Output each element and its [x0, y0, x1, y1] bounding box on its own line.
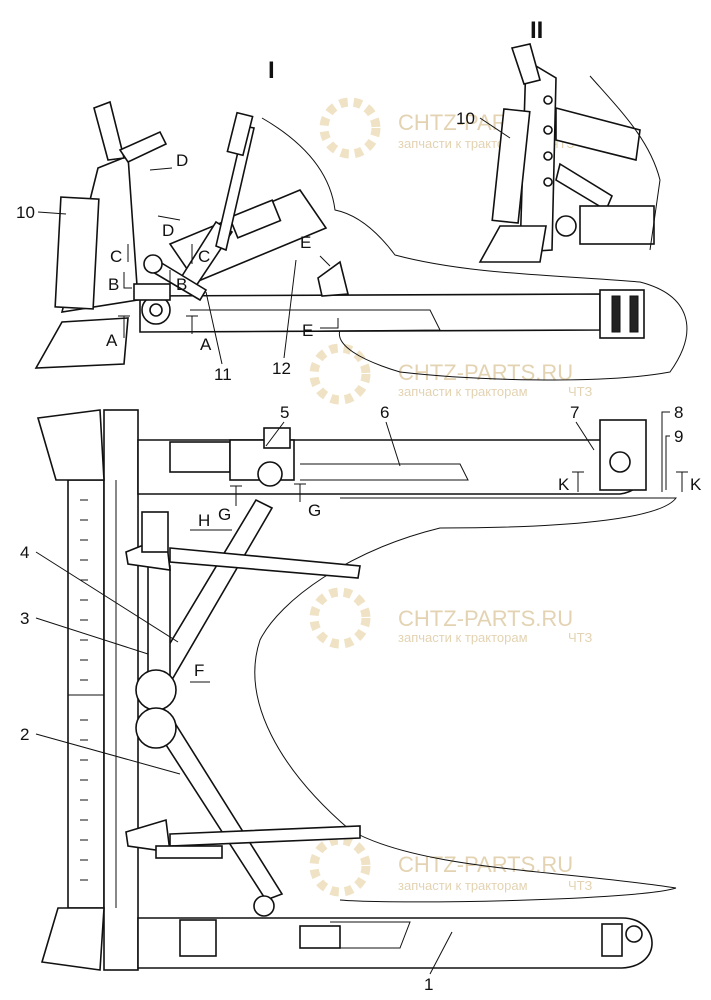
watermark-line2: запчасти к тракторам	[398, 630, 528, 645]
side-view-II	[478, 43, 661, 263]
section-mark-G-left: G	[218, 505, 231, 524]
watermark-4: CHTZ-PARTS.RU запчасти к тракторам ЧТЗ	[309, 835, 592, 897]
section-mark-E-bottom: E	[302, 321, 313, 340]
callout-11: 11	[214, 365, 232, 384]
side-view-I	[34, 100, 688, 381]
callout-8: 8	[674, 403, 683, 422]
callout-3: 3	[20, 609, 29, 628]
view-title-I: I	[268, 57, 275, 84]
section-mark-E-top: E	[300, 233, 311, 252]
section-mark-D-top: D	[176, 151, 188, 170]
watermark-brand: ЧТЗ	[568, 384, 592, 399]
watermark-3: CHTZ-PARTS.RU запчасти к тракторам ЧТЗ	[309, 587, 592, 649]
section-mark-H: H	[198, 511, 210, 530]
watermark-line1: CHTZ-PARTS.RU	[398, 606, 573, 631]
section-marks: A A B B C C D D E E G G H F K K	[106, 151, 702, 683]
callout-5: 5	[280, 403, 289, 422]
section-mark-D-bottom: D	[162, 221, 174, 240]
watermark-line1: CHTZ-PARTS.RU	[398, 360, 573, 385]
section-mark-K-left: K	[558, 475, 570, 494]
watermark-line2: запчасти к тракторам	[398, 384, 528, 399]
section-mark-B-right: B	[176, 275, 187, 294]
watermark-line2: запчасти к тракторам	[398, 878, 528, 893]
watermark-2: CHTZ-PARTS.RU запчасти к тракторам ЧТЗ	[309, 343, 592, 405]
section-mark-G-right: G	[308, 501, 321, 520]
view-title-II: II	[530, 17, 543, 44]
section-mark-K-right: K	[690, 475, 702, 494]
view-titles: I II	[268, 17, 543, 84]
callout-4: 4	[20, 543, 29, 562]
callout-7: 7	[570, 403, 579, 422]
callout-10-view2: 10	[456, 109, 475, 128]
section-mark-F: F	[194, 661, 204, 680]
callout-numbers: 10 11 12 10 5 6 7 8 9 4 3 2 1	[16, 109, 683, 994]
section-mark-A-left: A	[106, 331, 118, 350]
section-mark-C-left: C	[110, 247, 122, 266]
callout-6: 6	[380, 403, 389, 422]
callout-10: 10	[16, 203, 35, 222]
callout-12: 12	[272, 359, 291, 378]
watermark-brand: ЧТЗ	[568, 630, 592, 645]
section-mark-A-right: A	[200, 335, 212, 354]
section-mark-C-right: C	[198, 247, 210, 266]
callout-2: 2	[20, 725, 29, 744]
callout-1: 1	[424, 975, 433, 994]
plan-view	[36, 409, 677, 971]
callout-9: 9	[674, 427, 683, 446]
watermark-brand: ЧТЗ	[568, 878, 592, 893]
watermark-line2: запчасти к тракторам	[398, 136, 528, 151]
section-mark-B-left: B	[108, 275, 119, 294]
